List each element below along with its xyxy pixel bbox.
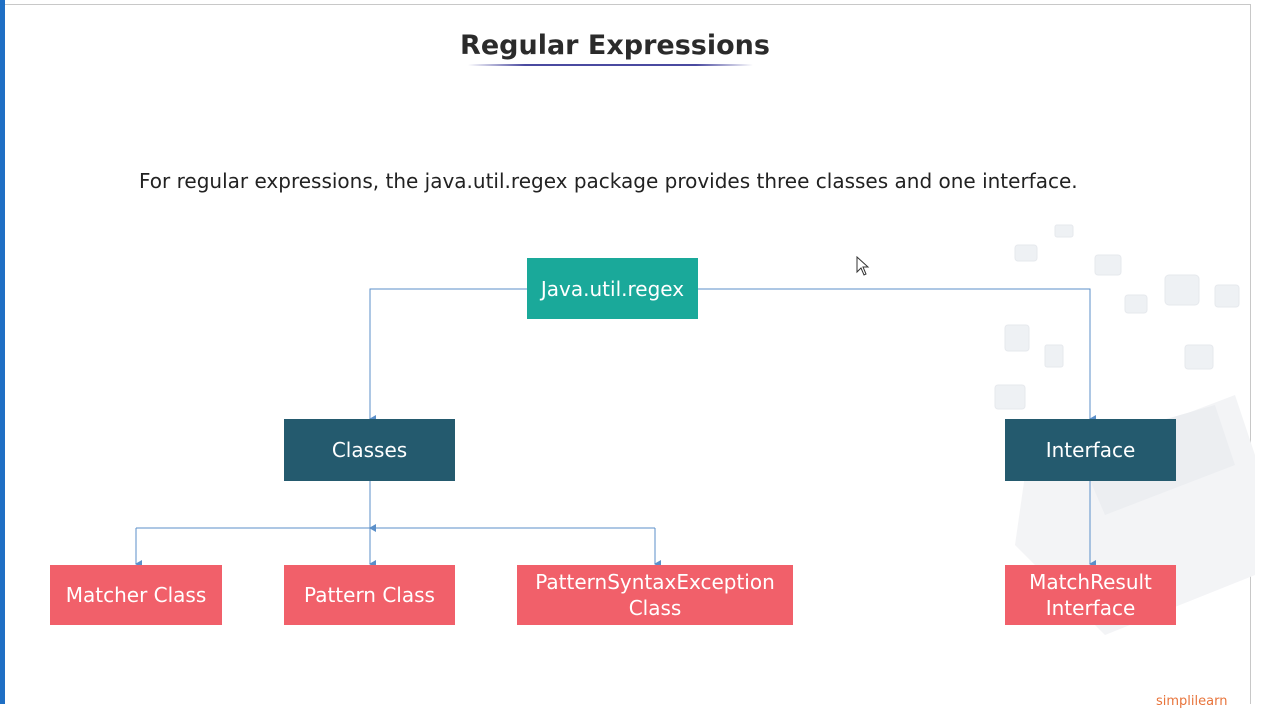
brand-logo: simplilearn xyxy=(1156,694,1228,709)
slide-title: Regular Expressions xyxy=(460,30,770,61)
title-underline xyxy=(468,64,753,66)
connector-root-to-classes xyxy=(369,288,527,423)
leaf-node-pattern-class: Pattern Class xyxy=(284,565,455,625)
root-node-java-util-regex: Java.util.regex xyxy=(527,258,698,319)
slide-right-border xyxy=(1250,4,1251,704)
slide-subtitle: For regular expressions, the java.util.r… xyxy=(139,169,1078,193)
leaf-node-patternsyntaxexception-class: PatternSyntaxException Class xyxy=(517,565,793,625)
branch-node-classes: Classes xyxy=(284,419,455,481)
leaf-node-matcher-class: Matcher Class xyxy=(50,565,222,625)
connector-root-to-interface xyxy=(698,288,1096,423)
branch-node-interface: Interface xyxy=(1005,419,1176,481)
slide-top-border xyxy=(5,4,1251,5)
leaf-node-matchresult-interface: MatchResult Interface xyxy=(1005,565,1176,625)
mouse-cursor-icon xyxy=(856,256,870,276)
left-accent-bar xyxy=(0,0,5,704)
